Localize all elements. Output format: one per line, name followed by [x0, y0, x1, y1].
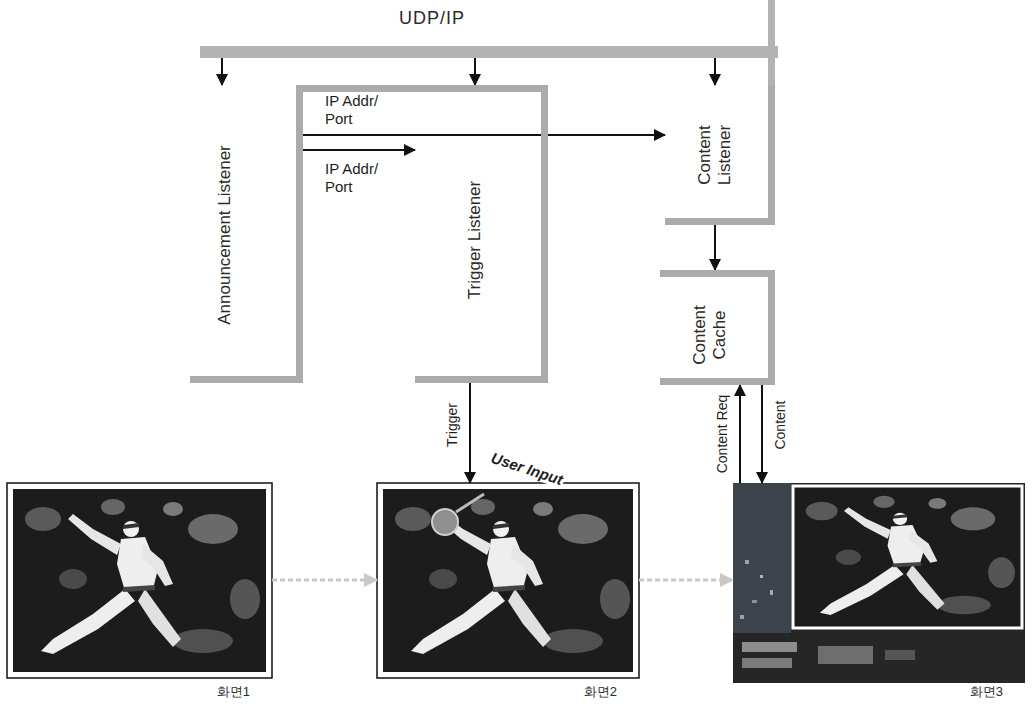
- listener-module: Announcement Listener: [190, 85, 303, 383]
- panel-speckle: [752, 600, 757, 603]
- screen-caption: 화면2: [584, 685, 617, 700]
- module-label: Content Listener: [695, 118, 734, 193]
- module-label: Announcement Listener: [215, 145, 235, 325]
- network-band-bar: [200, 46, 778, 58]
- module-label: Trigger Listener: [465, 181, 485, 299]
- screen-caption: 화면3: [970, 685, 1003, 700]
- screen-frame: [7, 483, 272, 678]
- flow-arrow: [761, 385, 763, 483]
- tv-screen: 화면1: [7, 483, 272, 703]
- network-band: UDP/IP: [200, 0, 778, 58]
- transition-arrow: [639, 579, 733, 582]
- screen-image: [733, 483, 1025, 683]
- screen-frame: [377, 483, 639, 678]
- screen-ground: [13, 489, 266, 672]
- screen-image: [377, 483, 639, 678]
- flow-arrow: [474, 58, 476, 85]
- band-bridge: [768, 56, 775, 87]
- screen-image: [7, 483, 272, 678]
- network-band-bar: [768, 0, 775, 58]
- inset-frame: [793, 486, 1022, 628]
- listener-module: Trigger Listener: [415, 85, 548, 383]
- edge-label: IP Addr/ Port: [325, 160, 400, 196]
- screen-ground: [383, 489, 633, 672]
- panel-speckle: [760, 575, 763, 578]
- flow-arrow: [221, 58, 223, 85]
- module-label: Content Cache: [690, 298, 729, 373]
- panel-speckle: [745, 560, 749, 564]
- edge-label: IP Addr/ Port: [325, 92, 400, 128]
- flow-arrow: [469, 383, 471, 483]
- tv-screen: 화면3: [733, 483, 1025, 703]
- screen-ground: [733, 483, 1025, 683]
- pitcher-figure: [395, 499, 630, 654]
- flow-arrow: [714, 58, 716, 85]
- info-panel: [733, 483, 791, 633]
- flow-arrow: [739, 385, 741, 483]
- transition-arrow: [272, 579, 377, 582]
- flow-arrow: [303, 149, 415, 151]
- flow-arrow: [714, 225, 716, 270]
- outline-bar: [296, 85, 418, 92]
- ticker-block: [885, 650, 915, 660]
- ticker-block: [742, 658, 792, 668]
- cache-module: Content Cache: [660, 270, 775, 385]
- tv-screen: 화면2: [377, 483, 639, 703]
- panel-speckle: [740, 615, 744, 619]
- ticker-block: [742, 642, 797, 652]
- edge-label: Content Req: [714, 395, 731, 474]
- screen-caption: 화면1: [217, 685, 250, 700]
- input-pointer: [456, 494, 484, 512]
- listener-module: Content Listener: [665, 85, 775, 225]
- edge-label: Trigger: [444, 403, 461, 447]
- edge-label: Content: [772, 400, 789, 449]
- flow-arrow: [303, 134, 665, 136]
- pitcher-figure: [25, 499, 260, 654]
- ticker-block: [818, 646, 873, 664]
- input-highlight: [432, 509, 458, 535]
- module-label: UDP/IP: [399, 8, 465, 29]
- panel-speckle: [770, 590, 773, 595]
- pitcher-figure: [806, 496, 1015, 615]
